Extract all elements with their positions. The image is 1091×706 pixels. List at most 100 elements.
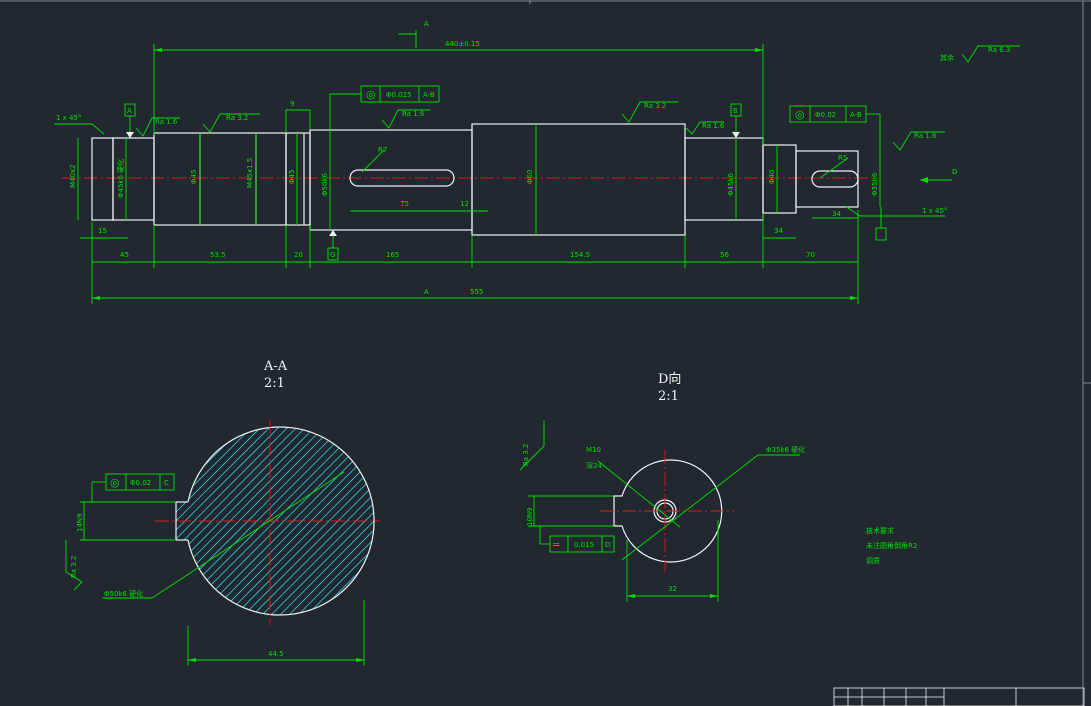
hatch-line <box>327 426 375 615</box>
view-d-leader: Φ35k6 硬化 <box>766 445 805 454</box>
datum-g: G <box>330 251 335 259</box>
view-d-fcf-datum: D <box>605 541 610 549</box>
view-d-thread: M10 <box>586 446 601 454</box>
view-d: D向 2:1 M10 深24 Φ35k6 硬化 10N9 32 ═ 0.015 … <box>519 371 805 602</box>
hatch-line <box>309 426 375 615</box>
hatch-line <box>291 426 375 615</box>
view-d-scale: 2:1 <box>658 389 679 404</box>
r7-label: R7 <box>378 146 387 154</box>
top-marker: A <box>424 20 429 28</box>
hatch-line <box>176 426 375 615</box>
hatch-line <box>176 426 224 615</box>
section-aa: A-A 2:1 14N9 44.5 Φ50k6 硬化 ◎ Φ0.02 C <box>65 359 592 666</box>
section-aa-title: A-A <box>263 359 288 374</box>
key-12: 12 <box>460 200 469 208</box>
dia-7: Φ45k6 <box>727 173 735 196</box>
view-d-depth: 深24 <box>586 461 602 470</box>
hatch-line <box>176 426 197 615</box>
hatch-line <box>176 426 188 615</box>
hatch-line <box>382 420 592 630</box>
ra-residual: Ra 6.3 <box>988 46 1010 54</box>
hatch-line <box>282 426 375 615</box>
dia-3: M45x1.5 <box>246 158 254 188</box>
seg-3: 20 <box>294 251 303 259</box>
title-block <box>833 687 1085 706</box>
hatch-line <box>176 426 269 615</box>
hatch-line <box>176 426 305 615</box>
dia-m40: M40x2 <box>69 164 77 188</box>
hatch-line <box>336 426 375 615</box>
hatch-line <box>183 426 375 615</box>
r5-label: R5 <box>838 154 847 162</box>
dia-2: Φ45 <box>190 170 198 184</box>
dim-9: 9 <box>290 100 294 108</box>
seg-1: 45 <box>120 251 129 259</box>
segment-dimensions: 45 53.5 20 165 154.5 56 70 15 75 12 34 3… <box>80 100 858 268</box>
ra-1: Ra 1.6 <box>155 118 178 126</box>
fcf-right: ◎ Φ0.02 A-B <box>789 105 881 151</box>
aa-fcf-symbol: ◎ <box>110 476 120 489</box>
diameter-dimensions: M40x2 Φ45k6 硬化 Φ45 M45x1.5 Φ45 Φ50k6 Φ60… <box>69 124 881 235</box>
note-1: 技术要求 <box>866 526 894 535</box>
hatch-line <box>176 426 359 615</box>
datum-a: A <box>127 107 132 115</box>
ra-3: Ra 1.6 <box>402 110 425 118</box>
hatch-line <box>219 426 375 615</box>
view-d-dim-bottom: 32 <box>668 585 677 593</box>
aa-leader: Φ50k6 硬化 <box>104 589 143 598</box>
fcf-right-datum: A-B <box>850 111 862 119</box>
seg-4: 165 <box>386 251 399 259</box>
fcf-top-tol: Φ0.025 <box>386 91 412 99</box>
aa-roughness: Ra 3.2 <box>70 556 78 578</box>
seg-6: 56 <box>720 251 729 259</box>
hatch-line <box>372 426 375 615</box>
dia-9: Φ35h6 <box>871 172 879 196</box>
hatch-line <box>210 426 375 615</box>
hatch-line <box>264 426 375 615</box>
overall-dim-bottom: 555 <box>470 288 483 296</box>
ra-4: Ra 3.2 <box>644 102 666 110</box>
fcf-top-datum: A-B <box>423 91 435 99</box>
hatch-line <box>318 426 375 615</box>
ra-6: Ra 1.6 <box>914 132 937 140</box>
view-d-fcf-symbol: ═ <box>552 540 560 551</box>
hatch-line <box>246 426 375 615</box>
dia-1: Φ45k6 硬化 <box>116 159 125 198</box>
hatch-line <box>255 426 375 615</box>
seg-7: 70 <box>806 251 815 259</box>
hatch-line <box>176 426 251 615</box>
hatch-line <box>176 426 375 615</box>
seg-2: 53.5 <box>210 251 226 259</box>
note-2: 未注圆角倒角R2 <box>866 541 917 550</box>
aa-dim-bottom: 44.5 <box>268 650 284 658</box>
datum-markers: A B G <box>124 103 887 261</box>
view-d-fcf-tol: 0.015 <box>574 541 594 549</box>
dia-8: Φ40 <box>768 170 776 184</box>
view-d-roughness: Ra 3.2 <box>522 444 530 466</box>
hatch-line <box>300 426 375 615</box>
ra-2: Ra 3.2 <box>226 114 248 122</box>
overall-dim-top: 440±0.15 <box>445 40 480 48</box>
hatch-line <box>192 426 375 615</box>
hatch-line <box>176 426 350 615</box>
hatch-line <box>176 426 233 615</box>
bottom-marker: A <box>424 288 429 296</box>
left-15: 15 <box>98 227 107 235</box>
roughness-symbols: Ra 1.6 Ra 3.2 Ra 1.6 Ra 3.2 Ra 1.6 Ra 1.… <box>135 45 1020 151</box>
hatch-line <box>176 426 314 615</box>
hatch-line <box>273 426 375 615</box>
dia-5: Φ50k6 <box>321 173 329 196</box>
seg-5: 154.5 <box>570 251 590 259</box>
technical-notes: 技术要求 未注圆角倒角R2 调质 <box>866 526 917 565</box>
hatch-line <box>176 426 278 615</box>
hatch-line <box>176 426 206 615</box>
hatch-line <box>176 426 179 615</box>
view-d-arrow: D <box>920 168 957 183</box>
hatch-line <box>228 426 375 615</box>
hatch-line <box>176 426 368 615</box>
dia-4: Φ45 <box>288 170 296 184</box>
hatch-line <box>237 426 375 615</box>
hatch-line <box>176 426 242 615</box>
key-75: 75 <box>400 200 409 208</box>
view-d-key-dim: 10N9 <box>526 507 534 526</box>
